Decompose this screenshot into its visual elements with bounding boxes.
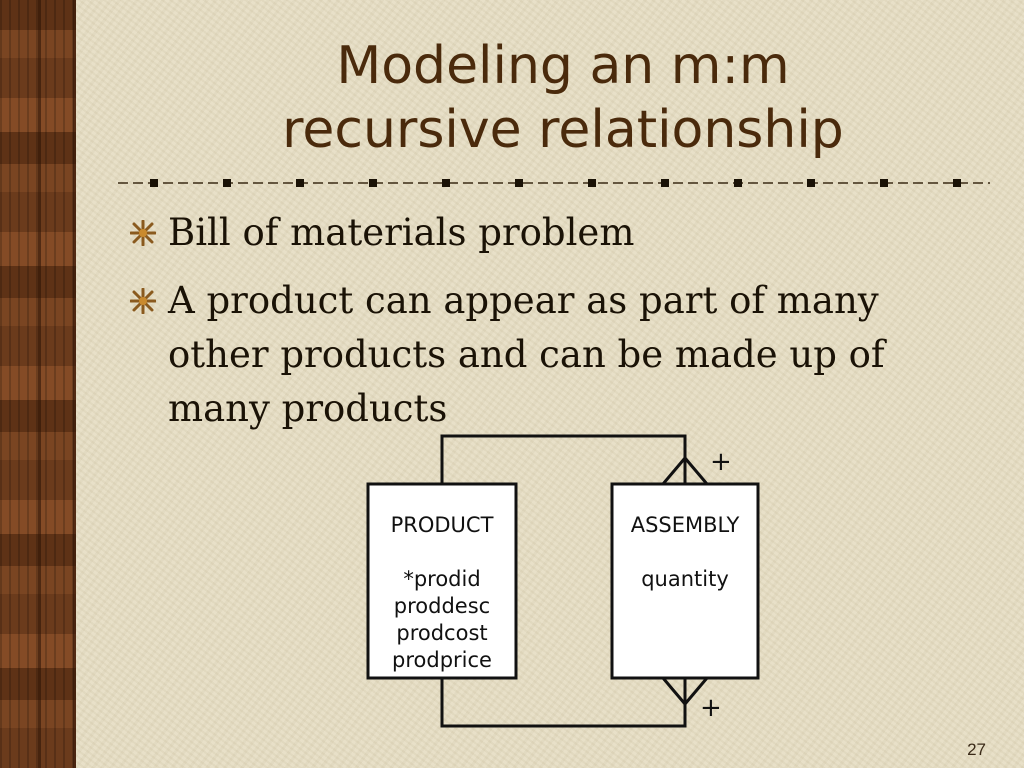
bullet-item: A product can appear as part of many oth… (130, 274, 990, 436)
product-entity-name: PRODUCT (391, 513, 494, 537)
slide-title: Modeling an m:m recursive relationship (90, 34, 1024, 162)
bullet-item: Bill of materials problem (130, 206, 990, 260)
relationship-line-top (440, 434, 687, 484)
bullet-list: Bill of materials problem A product can … (130, 206, 990, 450)
product-attribute: *prodid (403, 567, 480, 591)
assembly-entity-name: ASSEMBLY (631, 513, 740, 537)
title-divider (118, 179, 990, 187)
product-attribute: prodprice (392, 648, 492, 672)
wood-sidebar (0, 0, 76, 768)
cardinality-marker-top: + (710, 447, 732, 477)
page-number: 27 (967, 740, 986, 759)
assembly-entity-box (610, 482, 760, 680)
relationship-line-bottom (440, 678, 687, 728)
crows-foot-top (661, 455, 709, 485)
product-entity-box (366, 482, 518, 680)
er-diagram: PRODUCT *prodid proddesc prodcost prodpr… (366, 434, 760, 728)
cardinality-marker-bottom: + (700, 693, 722, 723)
bullet-text: Bill of materials problem (168, 211, 635, 254)
title-line-2: recursive relationship (282, 100, 844, 160)
star-bullet-icon (130, 220, 156, 246)
star-bullet-icon (130, 288, 156, 314)
crows-foot-bottom (661, 677, 709, 707)
assembly-attribute: quantity (641, 567, 729, 591)
product-attribute: proddesc (394, 594, 490, 618)
product-attribute: prodcost (396, 621, 487, 645)
bullet-text: A product can appear as part of many oth… (168, 279, 885, 430)
title-line-1: Modeling an m:m (336, 36, 790, 96)
